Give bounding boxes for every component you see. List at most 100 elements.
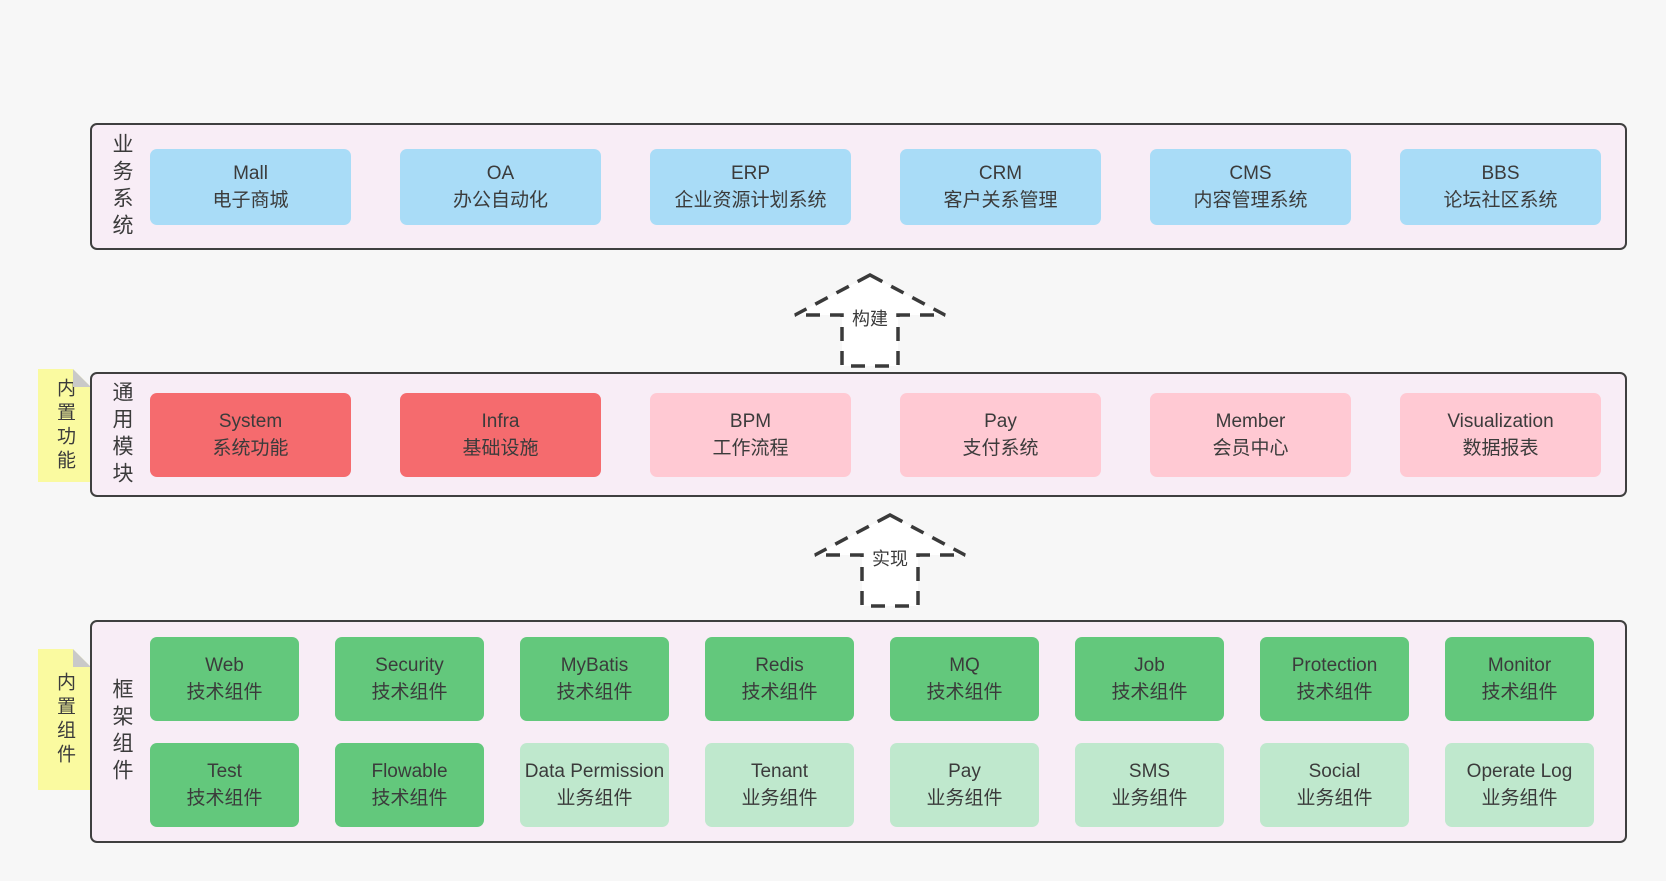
box-name: CRM bbox=[978, 162, 1023, 184]
panel-label-business-systems: 业务系统 bbox=[110, 132, 133, 241]
box-desc: 业务组件 bbox=[741, 787, 818, 809]
box-redis: Redis 技术组件 bbox=[705, 636, 854, 721]
box-desc: 企业资源计划系统 bbox=[674, 189, 827, 211]
box-desc: 数据报表 bbox=[1462, 437, 1539, 459]
implement-arrow-icon: 实现 bbox=[814, 513, 966, 608]
box-name: MQ bbox=[949, 654, 980, 676]
box-desc: 工作流程 bbox=[712, 437, 789, 459]
box-crm: CRM 客户关系管理 bbox=[900, 148, 1101, 225]
box-name: Tenant bbox=[750, 760, 809, 782]
box-name: Infra bbox=[481, 410, 520, 432]
panel-framework-components: 框架组件 Web 技术组件 Security 技术组件 MyBatis 技术组件… bbox=[90, 620, 1627, 843]
box-desc: 支付系统 bbox=[962, 437, 1039, 459]
box-mybatis: MyBatis 技术组件 bbox=[520, 636, 669, 721]
box-desc: 技术组件 bbox=[1111, 681, 1188, 703]
box-visualization: Visualization 数据报表 bbox=[1400, 392, 1601, 477]
implement-arrow-label: 实现 bbox=[872, 549, 908, 569]
box-name: BPM bbox=[729, 410, 772, 432]
box-web: Web 技术组件 bbox=[150, 636, 299, 721]
box-desc: 业务组件 bbox=[556, 787, 633, 809]
panel-label-framework-components: 框架组件 bbox=[110, 677, 133, 786]
box-name: Mall bbox=[233, 162, 268, 184]
module-boxes-row: System 系统功能 Infra 基础设施 BPM 工作流程 Pay 支付系统… bbox=[150, 392, 1625, 477]
build-arrow-icon: 构建 bbox=[794, 273, 946, 368]
sticky-folded-corner bbox=[73, 369, 91, 387]
sticky-folded-corner bbox=[73, 649, 91, 667]
box-name: BBS bbox=[1481, 162, 1520, 184]
sticky-label: 内置功能 bbox=[54, 377, 75, 474]
box-desc: 技术组件 bbox=[926, 681, 1003, 703]
box-name: MyBatis bbox=[560, 654, 629, 676]
box-oa: OA 办公自动化 bbox=[400, 148, 601, 225]
box-name: Pay bbox=[984, 410, 1017, 432]
box-desc: 技术组件 bbox=[1296, 681, 1373, 703]
box-desc: 业务组件 bbox=[1481, 787, 1558, 809]
box-desc: 技术组件 bbox=[371, 681, 448, 703]
box-member: Member 会员中心 bbox=[1150, 392, 1351, 477]
box-name: Operate Log bbox=[1466, 760, 1573, 782]
box-name: System bbox=[218, 410, 283, 432]
box-social: Social 业务组件 bbox=[1260, 742, 1409, 827]
box-cms: CMS 内容管理系统 bbox=[1150, 148, 1351, 225]
box-erp: ERP 企业资源计划系统 bbox=[650, 148, 851, 225]
box-pay-module: Pay 支付系统 bbox=[900, 392, 1101, 477]
sticky-label: 内置组件 bbox=[54, 671, 75, 768]
box-desc: 系统功能 bbox=[212, 437, 289, 459]
box-desc: 客户关系管理 bbox=[943, 189, 1058, 211]
component-row-1: Web 技术组件 Security 技术组件 MyBatis 技术组件 Redi… bbox=[150, 636, 1625, 721]
box-desc: 办公自动化 bbox=[452, 189, 548, 211]
box-name: Protection bbox=[1291, 654, 1378, 676]
box-security: Security 技术组件 bbox=[335, 636, 484, 721]
build-arrow-label: 构建 bbox=[852, 309, 888, 329]
box-desc: 技术组件 bbox=[186, 787, 263, 809]
box-name: Web bbox=[205, 654, 244, 676]
box-desc: 技术组件 bbox=[741, 681, 818, 703]
box-name: Flowable bbox=[371, 760, 448, 782]
box-flowable: Flowable 技术组件 bbox=[335, 742, 484, 827]
box-name: Data Permission bbox=[524, 760, 665, 782]
business-boxes-row: Mall 电子商城 OA 办公自动化 ERP 企业资源计划系统 CRM 客户关系… bbox=[150, 148, 1625, 225]
box-desc: 内容管理系统 bbox=[1193, 189, 1308, 211]
box-desc: 基础设施 bbox=[462, 437, 539, 459]
box-desc: 业务组件 bbox=[1111, 787, 1188, 809]
box-system: System 系统功能 bbox=[150, 392, 351, 477]
component-rows: Web 技术组件 Security 技术组件 MyBatis 技术组件 Redi… bbox=[150, 636, 1625, 827]
box-desc: 业务组件 bbox=[1296, 787, 1373, 809]
sticky-note-builtin-components: 内置组件 bbox=[38, 649, 91, 790]
box-desc: 会员中心 bbox=[1212, 437, 1289, 459]
box-data-permission: Data Permission 业务组件 bbox=[520, 742, 669, 827]
panel-business-systems: 业务系统 Mall 电子商城 OA 办公自动化 ERP 企业资源计划系统 CRM… bbox=[90, 123, 1627, 250]
box-desc: 技术组件 bbox=[371, 787, 448, 809]
box-desc: 论坛社区系统 bbox=[1443, 189, 1558, 211]
panel-common-modules: 通用模块 System 系统功能 Infra 基础设施 BPM 工作流程 Pay… bbox=[90, 372, 1627, 497]
box-sms: SMS 业务组件 bbox=[1075, 742, 1224, 827]
box-monitor: Monitor 技术组件 bbox=[1445, 636, 1594, 721]
box-name: Test bbox=[207, 760, 242, 782]
box-name: CMS bbox=[1229, 162, 1272, 184]
box-name: Monitor bbox=[1487, 654, 1552, 676]
box-name: Pay bbox=[948, 760, 981, 782]
box-bpm: BPM 工作流程 bbox=[650, 392, 851, 477]
box-name: Job bbox=[1134, 654, 1165, 676]
box-mall: Mall 电子商城 bbox=[150, 148, 351, 225]
sticky-note-builtin-features: 内置功能 bbox=[38, 369, 91, 482]
box-name: Visualization bbox=[1447, 410, 1554, 432]
box-mq: MQ 技术组件 bbox=[890, 636, 1039, 721]
box-tenant: Tenant 业务组件 bbox=[705, 742, 854, 827]
box-desc: 技术组件 bbox=[186, 681, 263, 703]
box-desc: 技术组件 bbox=[1481, 681, 1558, 703]
box-name: ERP bbox=[730, 162, 771, 184]
panel-label-common-modules: 通用模块 bbox=[110, 380, 133, 489]
box-name: OA bbox=[486, 162, 515, 184]
box-operate-log: Operate Log 业务组件 bbox=[1445, 742, 1594, 827]
box-bbs: BBS 论坛社区系统 bbox=[1400, 148, 1601, 225]
box-pay-component: Pay 业务组件 bbox=[890, 742, 1039, 827]
box-desc: 业务组件 bbox=[926, 787, 1003, 809]
box-name: Member bbox=[1215, 410, 1286, 432]
box-protection: Protection 技术组件 bbox=[1260, 636, 1409, 721]
box-job: Job 技术组件 bbox=[1075, 636, 1224, 721]
box-name: Social bbox=[1308, 760, 1361, 782]
box-infra: Infra 基础设施 bbox=[400, 392, 601, 477]
box-test: Test 技术组件 bbox=[150, 742, 299, 827]
